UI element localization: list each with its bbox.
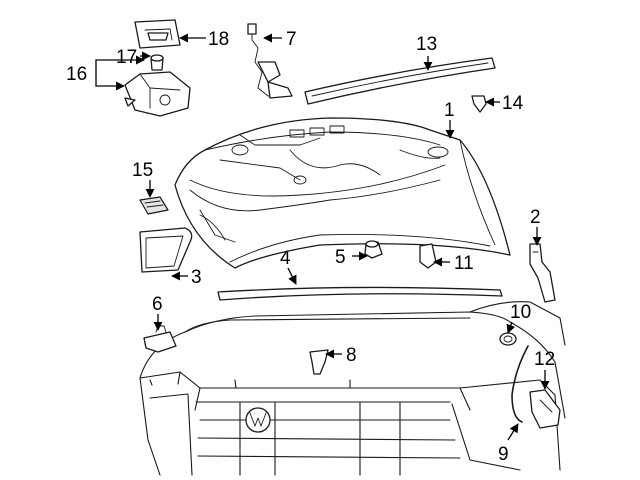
latch-striker	[143, 325, 177, 353]
callout-12: 12	[534, 349, 555, 370]
trim-strip	[304, 57, 496, 105]
leader-4	[287, 267, 297, 285]
clip-14	[471, 95, 487, 113]
clip-11	[419, 243, 437, 269]
callout-13: 13	[416, 34, 437, 55]
pad-15	[139, 196, 169, 215]
callout-3: 3	[191, 267, 202, 288]
latch-assembly	[124, 71, 191, 117]
callout-2: 2	[530, 207, 541, 228]
callout-1: 1	[444, 100, 455, 121]
cable	[511, 345, 529, 423]
callout-6: 6	[152, 294, 163, 315]
release-handle	[529, 389, 561, 429]
callout-11: 11	[454, 253, 474, 274]
leader-9	[507, 423, 519, 441]
bump-stop	[364, 240, 383, 259]
vehicle-front-body	[139, 301, 566, 476]
callout-14: 14	[502, 93, 524, 114]
bumper-10	[499, 332, 517, 346]
hinge	[529, 243, 556, 303]
callout-8: 8	[346, 345, 357, 366]
callout-16: 16	[66, 64, 87, 85]
clip-17	[150, 54, 164, 71]
callout-5: 5	[335, 247, 346, 268]
buffer	[309, 349, 329, 375]
callout-4: 4	[280, 248, 291, 269]
callout-9: 9	[498, 444, 509, 465]
callout-labels: 1 2 3 4 5 6 7 8 9 10 11 12 13 14 15 16 1…	[66, 29, 555, 465]
callout-10: 10	[510, 302, 531, 323]
hood-seal	[217, 286, 503, 301]
release-cable	[247, 23, 293, 99]
callout-15: 15	[132, 160, 153, 181]
leader-16b	[95, 55, 145, 72]
hood-panel	[174, 117, 511, 269]
insulation-panel	[139, 227, 193, 273]
callout-18: 18	[208, 29, 229, 50]
callout-7: 7	[286, 29, 297, 50]
leader-16a	[95, 72, 125, 91]
vw-emblem-icon	[245, 407, 271, 433]
leader-lines	[95, 33, 550, 441]
leader-10	[506, 321, 516, 334]
latch-bracket	[134, 19, 181, 49]
callout-17: 17	[116, 47, 137, 68]
